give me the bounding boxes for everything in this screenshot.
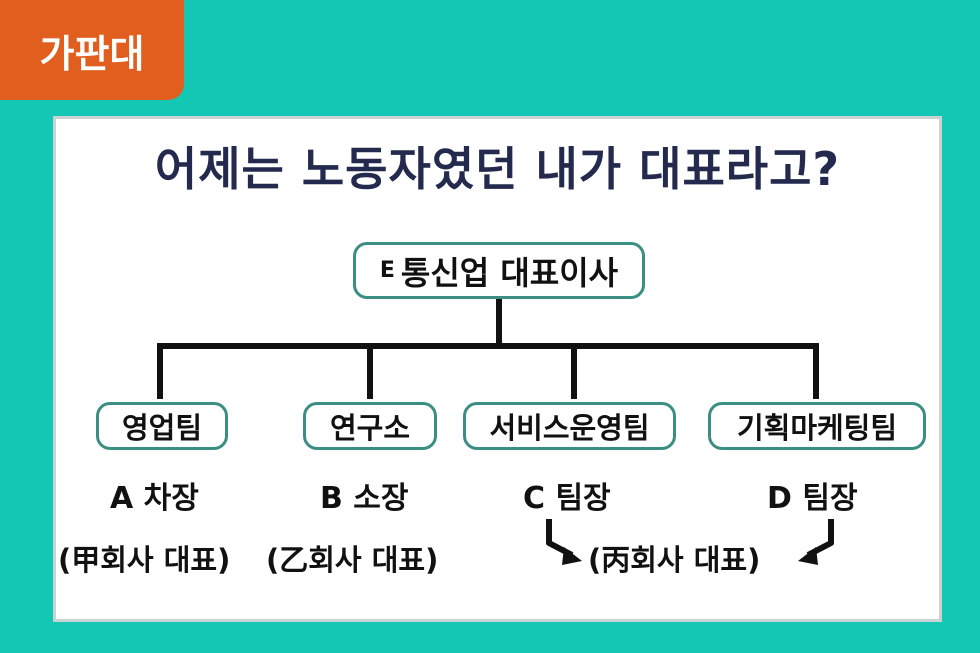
dept-node-sales: 영업팀 [96,402,228,450]
root-mark: E [379,258,395,283]
dept-node-research: 연구소 [303,402,437,450]
dept-name: 서비스운영팀 [489,411,650,445]
company-label-byeong: (丙회사 대표) [588,543,761,577]
root-node: E 통신업 대표이사 [353,242,645,299]
dept-name: 영업팀 [121,411,203,445]
arrow-d-to-company [806,519,834,558]
dept-name: 기획마케팅팀 [736,411,898,445]
dept-name: 연구소 [329,411,411,445]
connector-lines [157,299,834,565]
dept-node-marketing: 기획마케팅팀 [708,402,926,450]
root-label: 통신업 대표이사 [400,253,619,292]
company-label-gap: (甲회사 대표) [58,543,231,577]
badge-label: 가판대 [39,31,145,76]
diagram-panel: 어제는 노동자였던 내가 대표라고? E 통신업 대표이사 영업팀 연구소 서비… [53,116,942,622]
person-label-b: B 소장 [320,481,409,516]
company-label-eul: (乙회사 대표) [266,543,439,577]
arrow-d-head [798,547,818,565]
person-label-d: D 팀장 [767,481,858,516]
arrow-c-to-company [546,519,574,558]
diagram-title: 어제는 노동자였던 내가 대표라고? [154,142,841,196]
site-badge: 가판대 [0,0,184,100]
person-label-c: C 팀장 [523,481,611,516]
dept-node-service: 서비스운영팀 [463,402,676,450]
arrow-c-head [562,547,582,565]
person-label-a: A 차장 [110,481,199,516]
